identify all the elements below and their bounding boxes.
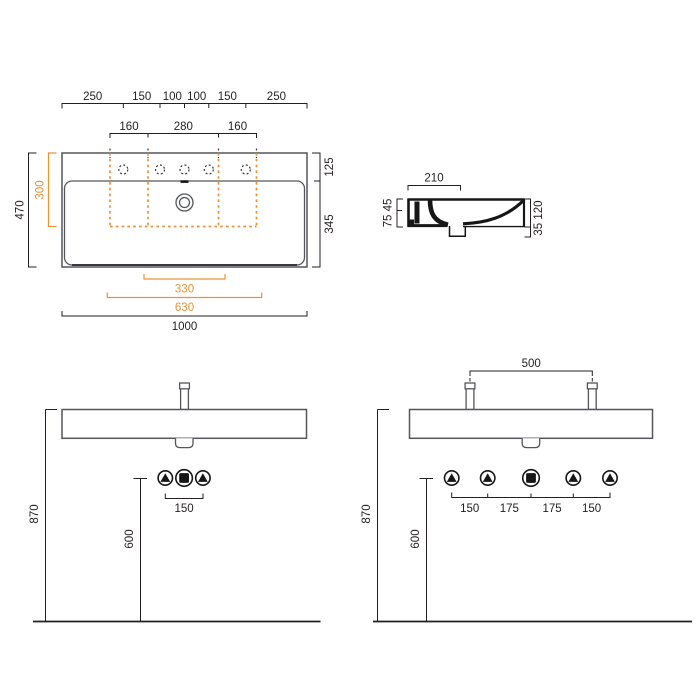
dim-label: 300 xyxy=(35,180,47,199)
faucet-icon xyxy=(464,382,476,411)
dim-label: 150 xyxy=(132,91,151,103)
waste-hole-icon xyxy=(175,193,194,212)
plan-bottom-dimensions: 330 630 1000 xyxy=(61,274,308,333)
section-left-dimensions: 75 45 xyxy=(383,198,403,228)
tap-hole-icon xyxy=(154,164,166,175)
rim-height-dimension: 870 xyxy=(361,409,389,622)
basin-front xyxy=(61,408,308,440)
plan-top-dimension-chain: 250 150 100 100 150 250 xyxy=(61,91,308,109)
dim-label: 150 xyxy=(175,503,194,515)
dim-label: 330 xyxy=(175,284,194,296)
faucet-icon xyxy=(586,382,598,411)
dim-label: 250 xyxy=(267,91,286,103)
supply-height-dimension: 600 xyxy=(410,478,433,622)
dim-label: 75 45 xyxy=(383,199,395,228)
tap-hole-icon xyxy=(118,164,129,175)
tap-zone-overlay xyxy=(109,153,258,228)
dim-label: 125 xyxy=(324,157,336,176)
supply-valve-icon xyxy=(194,469,211,486)
drain-outlet-icon xyxy=(521,468,541,488)
dim-label: 100 xyxy=(163,91,182,103)
drain-outlet-icon xyxy=(175,468,194,488)
dim-label: 150 xyxy=(218,91,237,103)
supply-spacing-dimensions: 150 175 175 150 xyxy=(451,492,611,515)
section-view: 210 75 45 35 120 xyxy=(383,173,545,238)
rim-height-dimension: 870 xyxy=(29,409,57,622)
drain-stub xyxy=(174,438,194,449)
dim-label: 870 xyxy=(29,504,41,523)
supply-valve-icon xyxy=(479,469,496,486)
supply-height-dimension: 600 xyxy=(124,478,147,622)
supply-spacing-dimension: 150 xyxy=(164,493,204,515)
dim-label: 600 xyxy=(124,529,136,548)
dim-label: 280 xyxy=(174,121,193,133)
drain-stub xyxy=(521,438,541,449)
tap-hole-icon xyxy=(203,164,214,175)
tap-hole-icon xyxy=(240,164,251,175)
dim-label: 345 xyxy=(324,214,336,233)
plan-left-dimensions: 470 300 xyxy=(15,152,57,268)
supply-valve-icon xyxy=(565,469,582,486)
dim-label: 210 xyxy=(424,173,443,185)
plan-right-dimensions: 125 345 xyxy=(312,152,336,268)
dim-label: 250 xyxy=(83,91,102,103)
faucet-icon xyxy=(178,382,191,411)
dim-label: 175 xyxy=(500,503,519,515)
dim-label: 1000 xyxy=(172,321,198,333)
plan-view: 250 150 100 100 150 250 160 280 160 xyxy=(15,91,337,333)
plan-hole-zone-dimension-chain: 160 280 160 xyxy=(109,121,257,138)
supply-valve-icon xyxy=(443,469,460,486)
dim-label: 35 120 xyxy=(533,200,545,235)
tap-hole-icons xyxy=(118,164,251,175)
supply-valve-icon xyxy=(157,469,174,486)
basin-section-profile xyxy=(407,198,526,238)
supply-valve-icon xyxy=(601,469,618,486)
dim-label: 100 xyxy=(187,91,206,103)
elevation-single-tap: 150 870 600 xyxy=(29,382,321,623)
tap-spacing-dimension: 500 xyxy=(469,358,593,382)
basin-front xyxy=(408,408,654,440)
section-top-dimension: 210 xyxy=(407,173,461,191)
dim-label: 175 xyxy=(543,503,562,515)
dim-label: 160 xyxy=(228,121,247,133)
dim-label: 630 xyxy=(175,302,194,314)
dim-label: 470 xyxy=(15,200,27,219)
dim-label: 600 xyxy=(410,529,422,548)
dim-label: 160 xyxy=(119,121,138,133)
dim-label: 150 xyxy=(460,503,479,515)
dim-label: 150 xyxy=(582,503,601,515)
tap-hole-icon xyxy=(179,164,190,175)
dim-label: 500 xyxy=(522,358,541,370)
elevation-double-tap: 500 xyxy=(361,358,692,623)
section-right-dimensions: 35 120 xyxy=(524,198,545,238)
dim-label: 870 xyxy=(361,504,373,523)
